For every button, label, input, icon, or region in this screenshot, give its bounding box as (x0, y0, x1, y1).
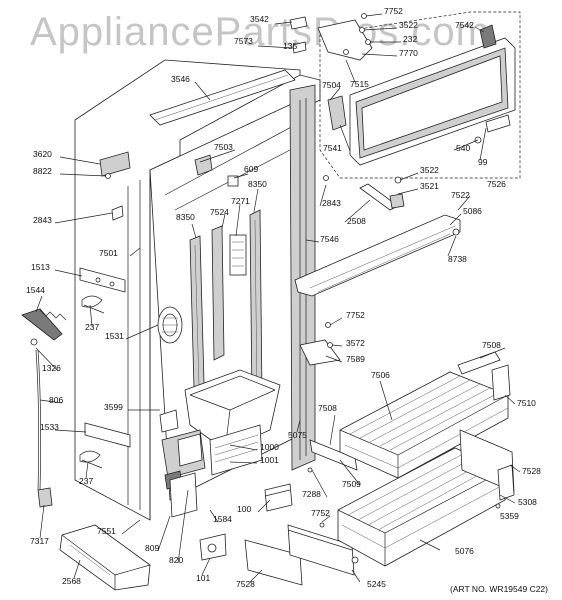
drawer-frame (294, 175, 461, 366)
part-label-7509: 7509 (342, 479, 361, 489)
part-label-7508a: 7508 (482, 340, 501, 350)
part-label-3522a: 3522 (399, 20, 418, 30)
part-label-232: 232 (403, 34, 417, 44)
part-label-8350a: 8350 (248, 179, 267, 189)
part-label-5075: 5075 (288, 430, 307, 440)
part-label-135: 135 (283, 41, 297, 51)
top-hinge (194, 13, 373, 187)
part-label-8822: 8822 (33, 166, 52, 176)
part-label-101: 101 (196, 573, 210, 583)
part-label-7541: 7541 (323, 143, 342, 153)
part-label-5086: 5086 (463, 206, 482, 216)
part-label-7524: 7524 (210, 207, 229, 217)
upper-door (319, 11, 521, 179)
leader-lines (35, 13, 521, 583)
part-label-3542: 3542 (250, 14, 269, 24)
left-brackets (79, 151, 131, 469)
vertical-rails (189, 209, 263, 426)
part-label-3521: 3521 (420, 181, 439, 191)
part-label-7770: 7770 (399, 48, 418, 58)
upper-basket (339, 351, 511, 479)
part-label-3620: 3620 (33, 149, 52, 159)
art-number: (ART NO. WR19549 C22) (450, 584, 548, 594)
part-label-7542: 7542 (455, 20, 474, 30)
part-label-237a: 237 (85, 322, 99, 332)
part-label-7271: 7271 (231, 196, 250, 206)
part-label-1531: 1531 (105, 331, 124, 341)
lower-basket (337, 429, 515, 567)
part-label-7510: 7510 (517, 398, 536, 408)
top-trim (149, 16, 308, 126)
lower-panels (244, 439, 359, 586)
part-label-1584: 1584 (213, 514, 232, 524)
part-label-2843b: 2843 (33, 215, 52, 225)
part-label-7526: 7526 (487, 179, 506, 189)
part-label-5308: 5308 (518, 497, 537, 507)
kickplate (59, 524, 151, 591)
part-label-7573: 7573 (234, 36, 253, 46)
part-label-5076: 5076 (455, 546, 474, 556)
part-label-8350b: 8350 (176, 212, 195, 222)
part-label-3546: 3546 (171, 74, 190, 84)
part-label-2843a: 2843 (322, 198, 341, 208)
part-label-7515: 7515 (350, 79, 369, 89)
part-label-3572: 3572 (346, 338, 365, 348)
part-label-7752b: 7752 (346, 310, 365, 320)
part-label-8738: 8738 (448, 254, 467, 264)
part-label-809: 809 (145, 543, 159, 553)
part-label-609: 609 (244, 164, 258, 174)
fan-grille (157, 306, 183, 344)
part-label-99: 99 (478, 157, 488, 167)
part-label-2568: 2568 (62, 576, 81, 586)
part-label-806: 806 (49, 395, 63, 405)
part-label-1000: 1000 (260, 442, 279, 452)
part-label-7752c: 7752 (311, 508, 330, 518)
part-label-7504: 7504 (322, 80, 341, 90)
part-label-7501: 7501 (99, 248, 118, 258)
part-label-1544: 1544 (26, 285, 45, 295)
part-label-3522b: 3522 (420, 165, 439, 175)
part-label-7546: 7546 (320, 234, 339, 244)
part-label-7752a: 7752 (384, 6, 403, 16)
part-label-820: 820 (169, 555, 183, 565)
part-label-540: 540 (456, 143, 470, 153)
part-label-7503: 7503 (214, 142, 233, 152)
part-label-5359: 5359 (500, 511, 519, 521)
part-labels: 3542 7573 135 7752 3522 232 7770 7515 7542 3546 75… (26, 6, 541, 589)
part-label-7589: 7589 (346, 354, 365, 364)
part-label-7317: 7317 (30, 536, 49, 546)
part-label-1533: 1533 (40, 422, 59, 432)
part-label-100: 100 (237, 504, 251, 514)
part-label-1326: 1326 (42, 363, 61, 373)
part-label-7522: 7522 (451, 190, 470, 200)
part-label-7506: 7506 (371, 370, 390, 380)
part-label-1001: 1001 (260, 455, 279, 465)
part-label-3599: 3599 (104, 402, 123, 412)
part-label-237b: 237 (79, 476, 93, 486)
part-label-7288: 7288 (302, 489, 321, 499)
part-label-7551: 7551 (97, 526, 116, 536)
part-label-7508b: 7508 (318, 403, 337, 413)
part-label-7528a: 7528 (522, 466, 541, 476)
spring-cord (21, 308, 67, 508)
part-label-1513: 1513 (31, 262, 50, 272)
part-label-7528b: 7528 (236, 579, 255, 589)
part-label-5245: 5245 (367, 579, 386, 589)
part-label-2508: 2508 (347, 216, 366, 226)
